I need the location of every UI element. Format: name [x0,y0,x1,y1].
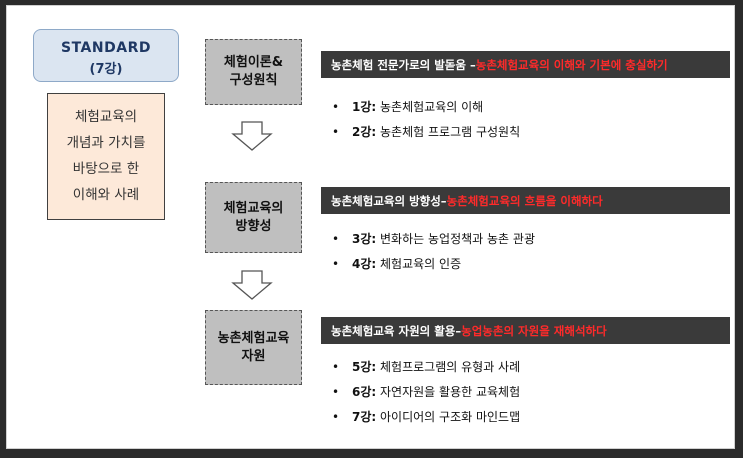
list-item: • 2강: 농촌체험 프로그램 구성원칙 [332,120,520,145]
step-label-line: 구성원칙 [229,73,278,88]
down-arrow-icon [231,121,273,151]
slide-frame: STANDARD (7강) 체험교육의 개념과 가치를 바탕으로 한 이해와 사… [6,5,735,449]
step-label-line: 체험이론& [223,55,284,70]
lecture-title: 농촌체험교육의 이해 [376,100,484,114]
course-description: 체험교육의 개념과 가치를 바탕으로 한 이해와 사례 [47,93,165,220]
lecture-number: 7강: [352,410,377,424]
list-item: • 4강: 체험교육의 인증 [332,252,535,277]
lecture-list-2: • 3강: 변화하는 농업정책과 농촌 관광 • 4강: 체험교육의 인증 [332,227,535,277]
list-item: • 3강: 변화하는 농업정책과 농촌 관광 [332,227,535,252]
lecture-list-1: • 1강: 농촌체험교육의 이해 • 2강: 농촌체험 프로그램 구성원칙 [332,95,520,145]
lecture-title: 아이디어의 구조화 마인드맵 [376,410,521,424]
description-line: 이해와 사례 [72,187,140,203]
bullet-icon: • [332,360,340,374]
description-line: 체험교육의 [74,109,138,125]
standard-sessions: (7강) [89,62,123,77]
lecture-title: 체험프로그램의 유형과 사례 [376,360,521,374]
lecture-title: 농촌체험 프로그램 구성원칙 [376,125,521,139]
bullet-icon: • [332,100,340,114]
step-theory-principles: 체험이론& 구성원칙 [205,39,302,105]
lecture-title: 변화하는 농업정책과 농촌 관광 [376,232,535,246]
lecture-number: 1강: [352,100,377,114]
list-item: • 6강: 자연자원을 활용한 교육체험 [332,380,520,405]
bullet-icon: • [332,410,340,424]
step-direction: 체험교육의 방향성 [205,182,302,253]
bullet-icon: • [332,232,340,246]
section-bar-2: 농촌체험교육의 방향성– 농촌체험교육의 흐름을 이해하다 [321,187,730,214]
description-line: 개념과 가치를 [66,135,146,151]
list-item: • 5강: 체험프로그램의 유형과 사례 [332,355,520,380]
lecture-title: 체험교육의 인증 [376,257,462,271]
step-resources: 농촌체험교육 자원 [205,310,302,385]
list-item: • 1강: 농촌체험교육의 이해 [332,95,520,120]
lecture-number: 2강: [352,125,377,139]
list-item: • 7강: 아이디어의 구조화 마인드맵 [332,405,520,430]
bullet-icon: • [332,125,340,139]
down-arrow-icon [231,270,273,300]
bar-highlight: 농촌체험교육의 이해와 기본에 충실하기 [475,57,668,72]
standard-title: STANDARD [61,40,151,56]
lecture-number: 4강: [352,257,377,271]
bar-title: 농촌체험교육의 방향성– [331,193,447,208]
step-label-line: 체험교육의 [223,200,284,216]
bar-highlight: 농촌체험교육의 흐름을 이해하다 [446,193,603,208]
step-label-line: 방향성 [235,218,272,234]
standard-badge: STANDARD (7강) [33,29,179,82]
bar-title: 농촌체험 전문가로의 발돋움 – [331,57,476,72]
section-bar-1: 농촌체험 전문가로의 발돋움 – 농촌체험교육의 이해와 기본에 충실하기 [321,51,730,78]
lecture-number: 6강: [352,385,377,399]
bullet-icon: • [332,385,340,399]
step-label-line: 자원 [241,348,266,364]
lecture-list-3: •5강: 체험프로그램의 유형과 사례 •6강: 자연자원을 활용한 교육체험 … [332,355,520,430]
lecture-title: 자연자원을 활용한 교육체험 [376,385,521,399]
description-line: 바탕으로 한 [72,161,140,177]
lecture-number: 3강: [352,232,377,246]
section-bar-3: 농촌체험교육 자원의 활용– 농업농촌의 자원을 재해석하다 [321,317,730,344]
bullet-icon: • [332,257,340,271]
lecture-number: 5강: [352,360,377,374]
bar-title: 농촌체험교육 자원의 활용– [331,323,462,338]
bar-highlight: 농업농촌의 자원을 재해석하다 [461,323,607,338]
step-label-line: 농촌체험교육 [217,330,290,346]
